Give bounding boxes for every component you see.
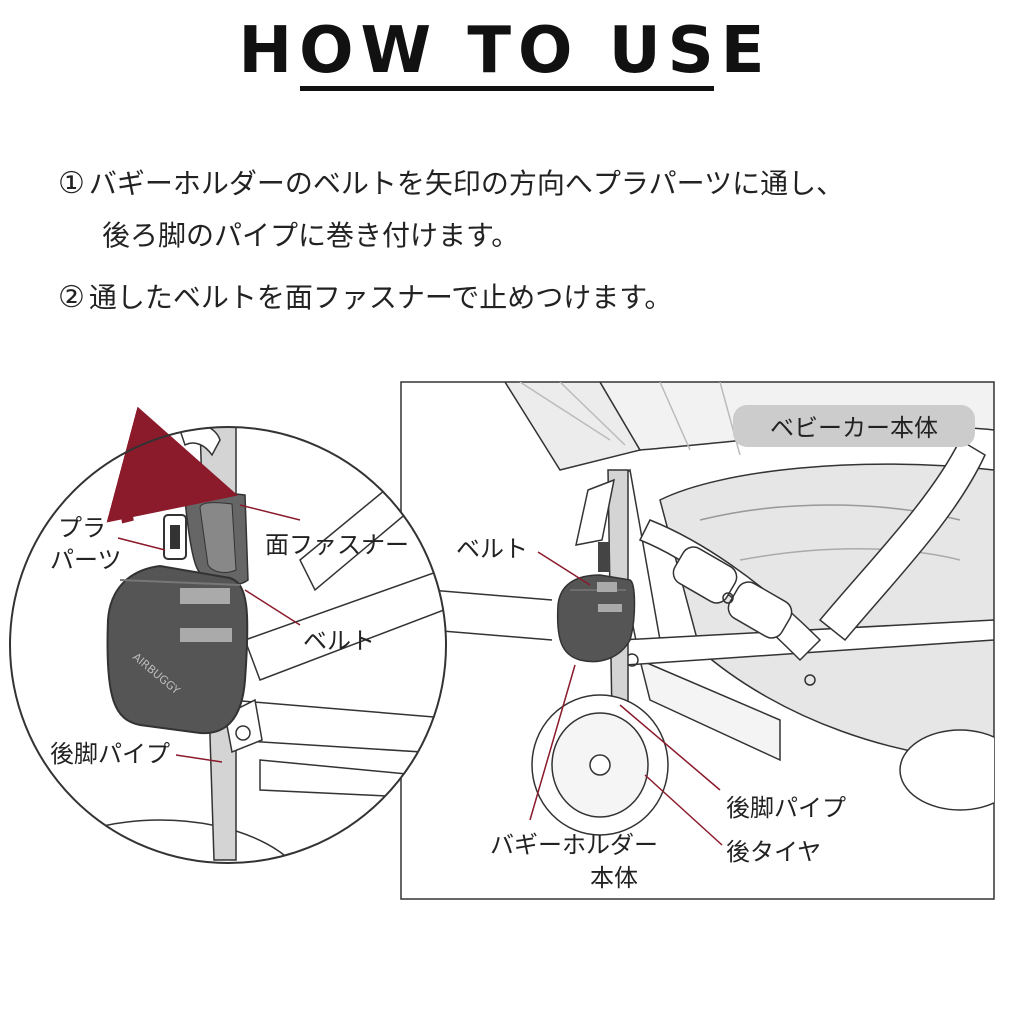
- label-velcro: 面ファスナー: [265, 531, 409, 559]
- step-1-line-2: 後ろ脚のパイプに巻き付けます。: [102, 219, 520, 252]
- label-plastic-part-1: プラ: [58, 514, 106, 542]
- title-underline: [300, 86, 714, 91]
- label-holder-body-1: バギーホルダー: [490, 831, 658, 859]
- label-holder-body-2: 本体: [590, 864, 638, 892]
- step-2-text: 通したベルトを面ファスナーで止めつけます。: [88, 281, 673, 314]
- step-2-number: ②: [58, 280, 85, 315]
- label-rear-leg-pipe-detail: 後脚パイプ: [50, 740, 170, 768]
- step-1-text-1: バギーホルダーのベルトを矢印の方向へプラパーツに通し、: [88, 167, 845, 200]
- holder-overview: [556, 542, 636, 663]
- overview-panel: ベビーカー本体 ベルト 後脚パイプ 後タイヤ バギーホルダー 本体: [400, 381, 995, 900]
- step-1-number: ①: [58, 166, 85, 201]
- label-belt-detail: ベルト: [303, 627, 375, 655]
- label-rear-leg-pipe-overview: 後脚パイプ: [726, 794, 846, 822]
- stroller-body-badge: [733, 405, 975, 447]
- label-stroller-body: ベビーカー本体: [770, 414, 938, 442]
- label-belt-overview: ベルト: [456, 535, 528, 563]
- installation-diagram: ベビーカー本体 ベルト 後脚パイプ 後タイヤ バギーホルダー 本体: [9, 381, 995, 900]
- label-rear-tire: 後タイヤ: [726, 838, 821, 866]
- page-title: HOW TO USE: [238, 14, 772, 88]
- label-plastic-part-2: パーツ: [50, 546, 122, 574]
